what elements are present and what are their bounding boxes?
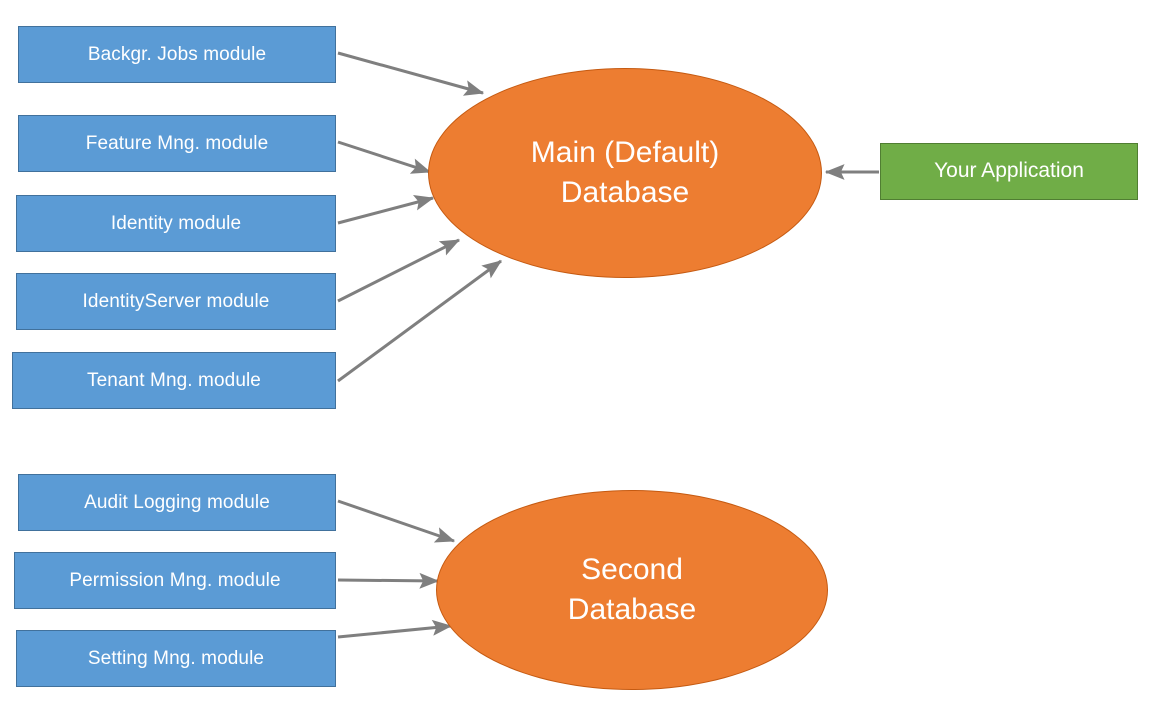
application-box[interactable]: Your Application — [880, 143, 1138, 200]
module-label: Tenant Mng. module — [87, 369, 261, 391]
module-box-tenant-management[interactable]: Tenant Mng. module — [12, 352, 336, 409]
database-label-line-2: Database — [567, 593, 697, 626]
module-label: IdentityServer module — [82, 290, 270, 312]
database-label-line-2: Database — [560, 176, 690, 209]
module-box-permission-management[interactable]: Permission Mng. module — [14, 552, 336, 609]
edge-setting-management-to-second — [337, 619, 453, 639]
database-ellipse-main[interactable]: Main (Default) Database — [428, 68, 822, 278]
module-label: Audit Logging module — [84, 491, 270, 513]
module-box-background-jobs[interactable]: Backgr. Jobs module — [18, 26, 336, 83]
edge-background-jobs-to-main — [337, 51, 485, 96]
module-box-setting-management[interactable]: Setting Mng. module — [16, 630, 336, 687]
database-label-line-1: Main (Default) — [530, 136, 720, 170]
database-label-line-1: Second — [581, 553, 683, 587]
edge-audit-logging-to-second — [337, 499, 456, 543]
module-label: Backgr. Jobs module — [87, 43, 267, 65]
module-label: Identity module — [110, 212, 242, 234]
edge-identityserver-to-main — [337, 238, 461, 303]
edge-feature-management-to-main — [337, 140, 432, 174]
module-box-audit-logging[interactable]: Audit Logging module — [18, 474, 336, 531]
module-box-feature-management[interactable]: Feature Mng. module — [18, 115, 336, 172]
edge-tenant-management-to-main — [337, 259, 502, 383]
edge-identity-to-main — [337, 195, 435, 225]
module-box-identity[interactable]: Identity module — [16, 195, 336, 252]
database-ellipse-second[interactable]: Second Database — [436, 490, 828, 690]
module-label: Setting Mng. module — [87, 647, 265, 669]
application-label: Your Application — [934, 159, 1084, 183]
module-label: Feature Mng. module — [85, 132, 269, 154]
module-label: Permission Mng. module — [69, 569, 281, 591]
module-box-identityserver[interactable]: IdentityServer module — [16, 273, 336, 330]
edge-permission-management-to-second — [337, 572, 440, 589]
